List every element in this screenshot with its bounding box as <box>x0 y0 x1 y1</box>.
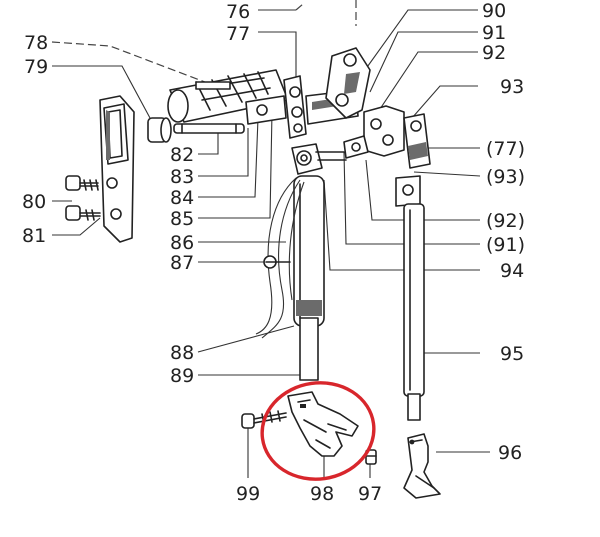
shaft-82 <box>173 123 245 134</box>
leader-82 <box>198 128 219 155</box>
label-98: 98 <box>310 483 334 505</box>
label-80: 80 <box>22 191 46 213</box>
leader-94 <box>323 179 480 271</box>
label-95: 95 <box>500 343 524 365</box>
label-90: 90 <box>482 0 506 22</box>
label-89: 89 <box>170 365 194 387</box>
leader-79 <box>52 65 151 119</box>
label-94: 94 <box>500 260 524 282</box>
cable-86 <box>255 177 305 339</box>
label-79: 79 <box>24 56 48 78</box>
label-82: 82 <box>170 144 194 166</box>
highlight-circle <box>260 381 376 481</box>
leader-93b <box>413 171 481 177</box>
lever-90 <box>325 47 371 119</box>
label-87: 87 <box>170 252 194 274</box>
part-labels: 76 77 78 79 80 81 82 83 84 85 86 87 88 8… <box>22 0 525 505</box>
leader-88 <box>197 325 295 353</box>
label-91-paren: (91) <box>486 234 525 256</box>
presser-foot-96 <box>403 433 441 499</box>
label-84: 84 <box>170 187 194 209</box>
label-92: 92 <box>482 42 506 64</box>
label-99: 99 <box>236 483 260 505</box>
foot-part-98 <box>287 391 359 457</box>
label-88: 88 <box>170 342 194 364</box>
screw-80 <box>65 175 101 221</box>
label-91: 91 <box>482 22 506 44</box>
collar-79 <box>147 117 172 143</box>
leader-93 <box>411 85 478 119</box>
leader-92 <box>377 51 478 113</box>
label-85: 85 <box>170 208 194 230</box>
label-93-paren: (93) <box>486 166 525 188</box>
leader-78 <box>51 41 206 83</box>
leader-lines <box>51 0 490 478</box>
screw-97 <box>365 449 377 465</box>
label-92-paren: (92) <box>486 210 525 232</box>
spindle-cap <box>291 143 347 175</box>
label-96: 96 <box>498 442 522 464</box>
label-76: 76 <box>226 1 250 23</box>
presser-bar-95 <box>395 175 425 421</box>
leader-76-dash <box>295 3 304 11</box>
leader-91 <box>369 31 478 93</box>
label-78: 78 <box>24 32 48 54</box>
label-83: 83 <box>170 166 194 188</box>
label-86: 86 <box>170 232 194 254</box>
bracket-plate-81 <box>99 95 135 243</box>
leader-92b <box>365 159 480 221</box>
leader-85 <box>198 111 273 219</box>
label-77-paren: (77) <box>486 138 525 160</box>
leader-77 <box>258 31 297 80</box>
leader-84 <box>198 117 259 198</box>
right-block-93 <box>343 105 431 169</box>
label-93: 93 <box>500 76 524 98</box>
leader-81 <box>52 217 101 236</box>
screw-99 <box>241 410 287 429</box>
leader-83 <box>198 128 249 177</box>
label-77: 77 <box>226 23 250 45</box>
leader-91b <box>343 151 480 245</box>
main-rod-88 <box>293 175 325 381</box>
label-97: 97 <box>358 483 382 505</box>
label-81: 81 <box>22 225 46 247</box>
leader-90 <box>364 9 478 71</box>
